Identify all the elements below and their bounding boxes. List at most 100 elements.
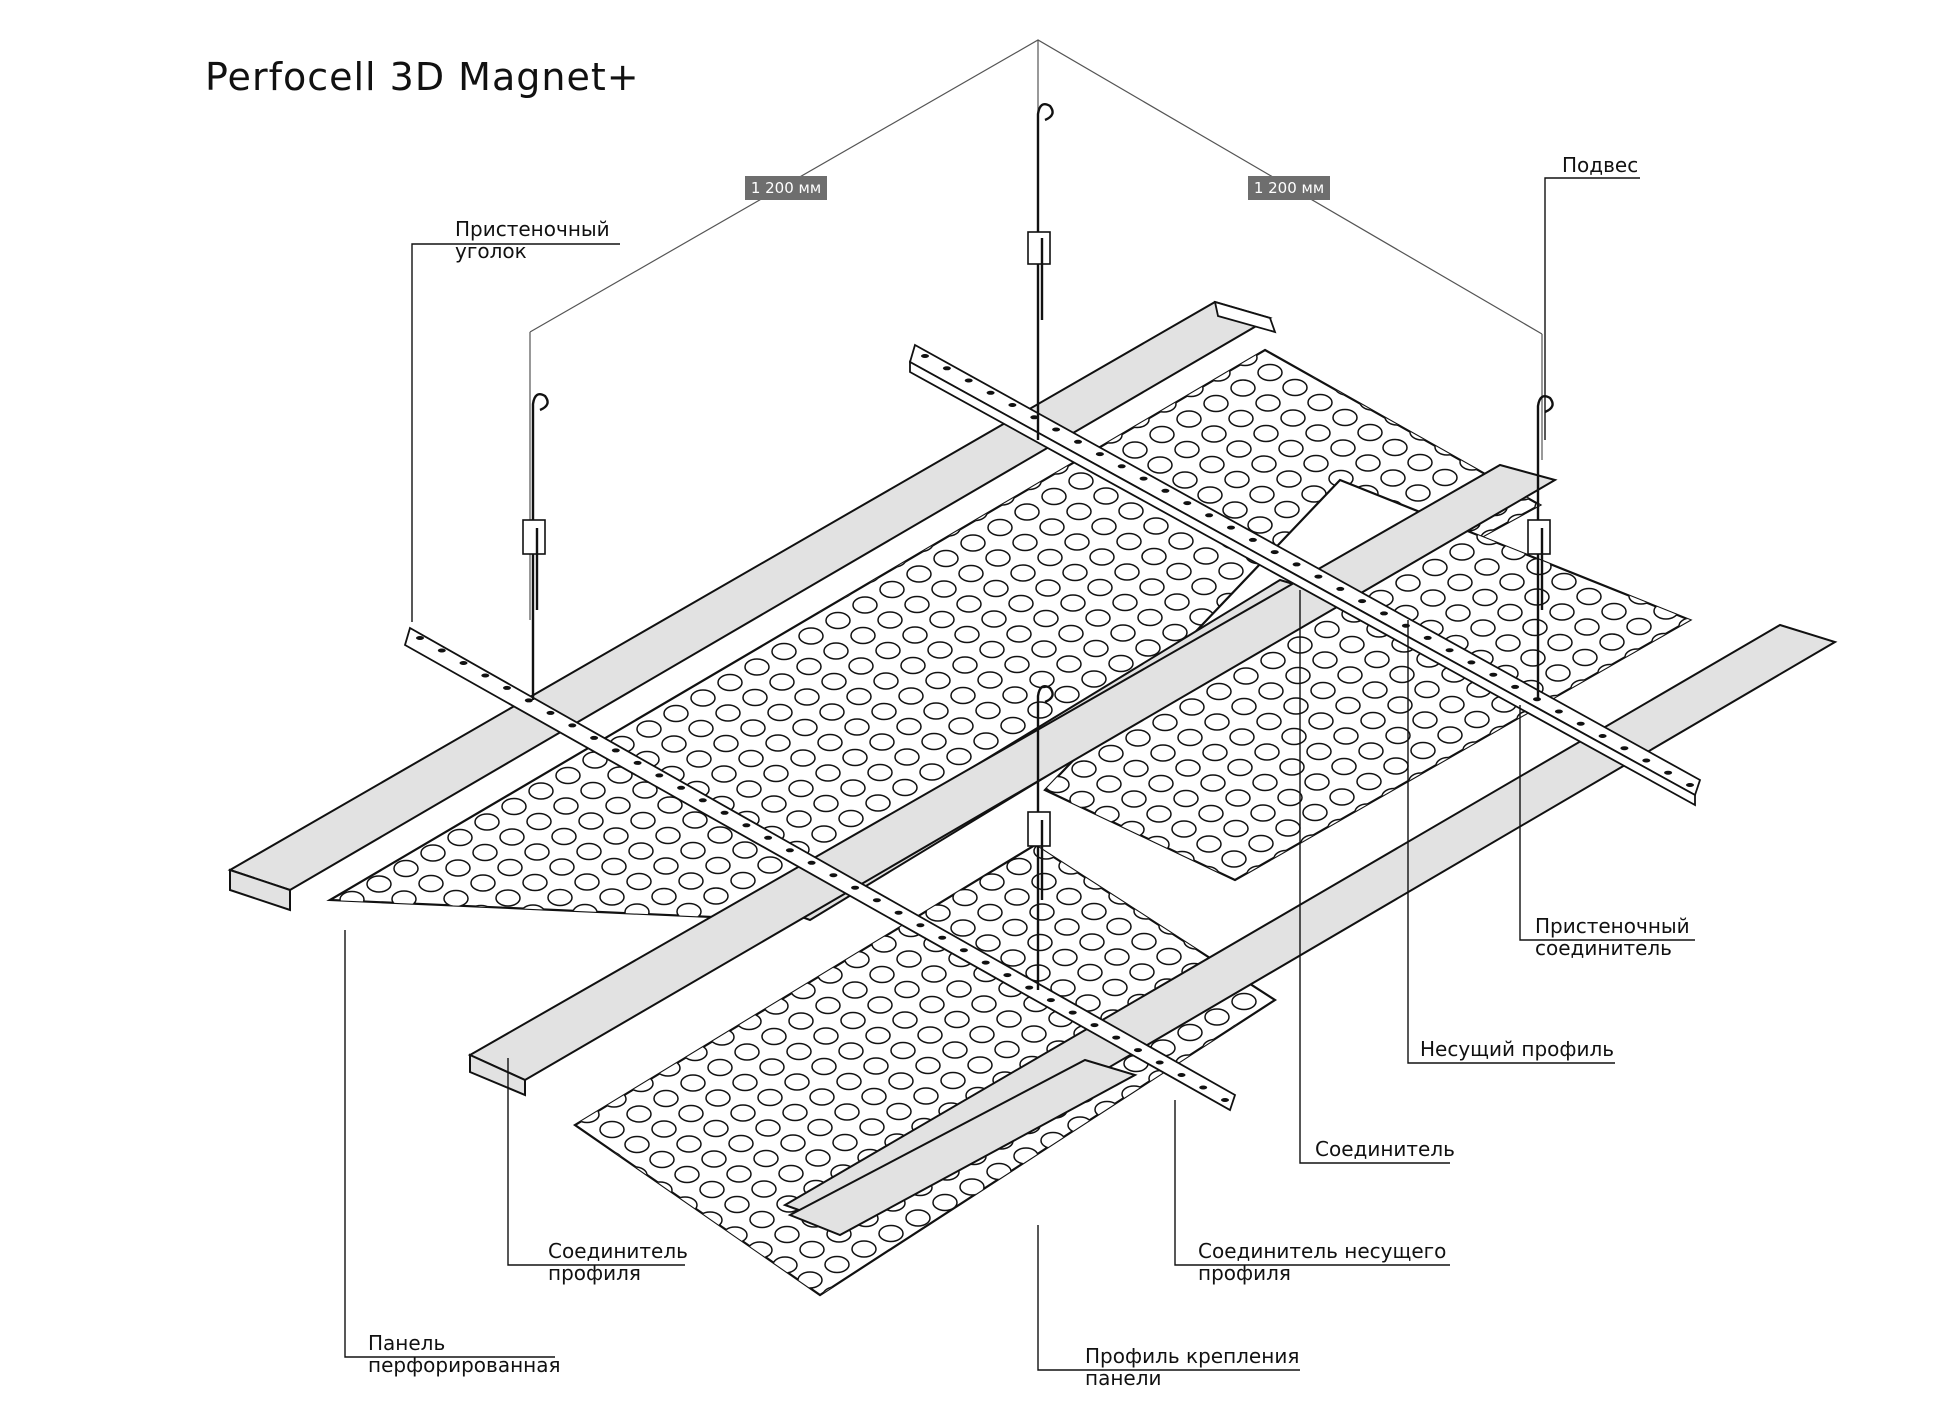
perforation-hole [1519,976,1543,992]
perforation-hole [1248,1129,1274,1148]
perforation-hole [1332,408,1358,427]
perforation-hole [1582,496,1608,514]
perforation-hole [1718,420,1742,436]
perforation-hole [1465,1007,1489,1023]
perforation-hole [501,797,527,816]
perforation-hole [1837,586,1861,602]
perforation-hole [1030,1284,1056,1295]
perforation-hole [778,1164,804,1183]
perforation-hole [1012,533,1038,552]
perforation-hole [1131,932,1157,951]
perforation-hole [688,719,714,738]
perforation-hole [827,581,853,599]
perforation-hole [636,720,662,738]
perforation-hole [1083,639,1109,658]
perforation-hole [1330,1084,1354,1100]
perforation-hole [1352,833,1378,852]
perforation-hole [1110,624,1136,642]
perforation-hole [1632,526,1658,544]
perforation-hole [1362,681,1388,699]
perforation-hole [799,1240,825,1259]
perforation-hole [1406,802,1432,821]
perforation-hole [838,809,864,828]
perforation-hole [1442,961,1466,977]
perforation-hole [1870,479,1894,495]
perforation-hole [422,813,448,832]
carrier-slot [677,785,686,790]
perforation-hole [1196,1130,1222,1148]
perforation-hole [1198,804,1224,823]
carrier-slot [1134,1048,1142,1053]
perforation-hole [1063,1177,1089,1195]
perforation-hole [1740,877,1764,893]
perforation-hole [630,811,656,830]
perforation-hole [1748,755,1772,771]
perforation-hole [977,671,1003,689]
perforation-hole [1415,977,1439,993]
perforation-hole [1280,409,1306,427]
perforation-hole [1470,619,1496,637]
perforation-hole [1307,393,1333,412]
perforation-hole [707,826,733,844]
perforation-hole [1706,603,1730,619]
perforation-hole [975,934,1001,952]
perforation-hole [1619,1036,1643,1052]
perforation-hole [919,763,945,781]
perforation-hole [1639,498,1663,514]
perforation-hole [985,549,1011,567]
perforation-hole [931,580,957,598]
perforation-hole [842,981,868,999]
perforation-hole [1225,789,1251,807]
perforation-hole [1050,1392,1074,1408]
perforation-hole [1687,876,1690,880]
perforation-hole [1357,1069,1381,1085]
hanger-right [1527,395,1554,700]
carrier-slot [1489,672,1498,677]
perforation-hole [1229,1023,1255,1041]
perforation-hole [1762,604,1786,620]
callout-soedinitel-nesushchego-line-0: Соединитель несущего [1198,1239,1446,1263]
perforation-hole [923,702,949,720]
perforation-hole [1558,545,1582,561]
perforation-hole [1148,774,1174,793]
carrier-slot [655,773,664,778]
perforation-hole [651,1120,677,1138]
callout-profil-krepleniya-line-1: панели [1085,1366,1162,1390]
perforation-hole [1218,912,1242,928]
perforation-hole [1716,513,1740,529]
carrier-slot [416,636,424,640]
perforation-hole [653,1089,679,1108]
perforation-hole [1910,662,1934,678]
perforation-hole [1390,962,1414,978]
perforation-hole [1166,562,1192,581]
perforation-hole [1635,876,1661,880]
perforation-hole [929,610,955,629]
perforation-hole [669,1026,693,1042]
perforation-hole [1472,1001,1496,1017]
perforation-hole [1433,787,1459,805]
carrier-slot [1205,513,1214,518]
perforation-hole [717,673,743,692]
panel-fastening-profile-1 [227,300,1277,912]
perforation-hole [1386,377,1412,396]
perforation-hole [1134,1283,1160,1295]
perforation-hole [871,935,897,953]
perforation-hole [393,859,419,878]
perforation-hole [1060,594,1086,612]
perforation-hole [1557,481,1583,499]
perforation-hole [390,922,414,938]
perforation-hole [1639,815,1665,834]
perforation-hole [1659,510,1685,529]
perforation-hole [1522,618,1548,637]
perforation-hole [1945,524,1949,540]
perforation-hole [515,997,539,1013]
perforation-hole [1469,946,1493,962]
perforation-hole [840,1011,866,1030]
perforation-hole [1610,861,1636,880]
perforation-hole [1196,835,1222,853]
perforation-hole [763,764,789,783]
carrier-slot [851,885,860,890]
perforation-hole [1302,866,1328,884]
perforation-hole [623,935,647,951]
perforation-hole [1210,916,1236,935]
